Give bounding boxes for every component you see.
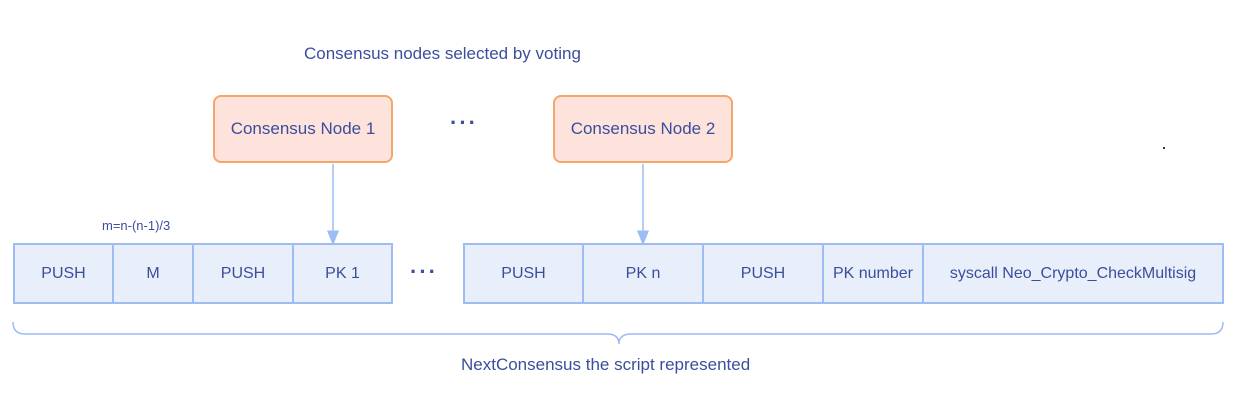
diagram-title: Consensus nodes selected by voting [304,44,581,63]
script-cell-syscall: syscall Neo_Crypto_CheckMultisig [922,243,1224,304]
script-brace [12,321,1224,345]
script-cell-pk-1: PK 1 [292,243,393,304]
script-cell-push-2: PUSH [192,243,294,304]
script-caption: NextConsensus the script represented [461,355,751,374]
script-cell-pk-number: PK number [822,243,924,304]
script-ellipsis: ··· [410,259,438,284]
quorum-formula: m=n-(n-1)/3 [102,218,171,233]
script-cell-pk-n: PK n [582,243,704,304]
script-row-left: PUSH M PUSH PK 1 [13,243,393,304]
consensus-node-1: Consensus Node 1 [213,95,393,163]
nodes-ellipsis: ··· [450,110,478,135]
stray-dot [1163,147,1165,149]
consensus-node-2: Consensus Node 2 [553,95,733,163]
script-cell-push-3: PUSH [463,243,584,304]
script-row-right: PUSH PK n PUSH PK number syscall Neo_Cry… [463,243,1224,304]
script-cell-m: M [112,243,194,304]
script-cell-push-1: PUSH [13,243,114,304]
